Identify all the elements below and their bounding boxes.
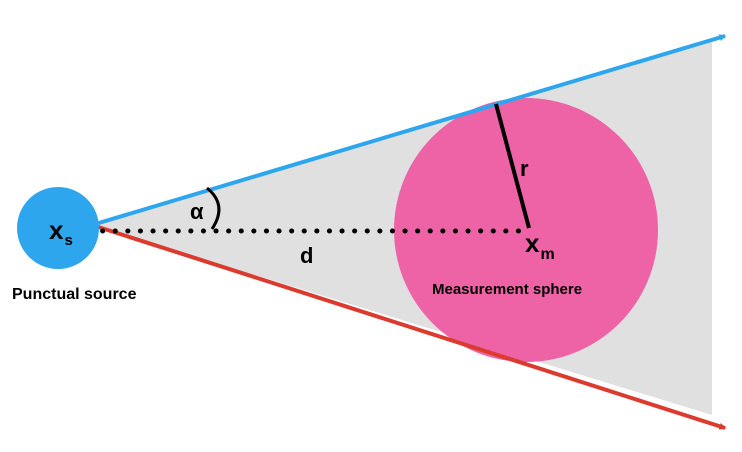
- upper-cone-ray: [91, 34, 727, 227]
- distance-label: d: [300, 243, 313, 268]
- sphere-center-symbol-subscript: m: [540, 246, 554, 263]
- angle-label: α: [190, 199, 204, 224]
- source-symbol-subscript: s: [64, 232, 72, 249]
- source-symbol: xs: [49, 215, 73, 249]
- sphere-label: Measurement sphere: [432, 281, 582, 298]
- radius-label: r: [520, 156, 529, 181]
- sphere-center-symbol-main: x: [525, 228, 540, 258]
- angle-arc: [206, 186, 221, 230]
- source-label: Punctual source: [12, 286, 137, 303]
- source-symbol-main: x: [49, 215, 64, 245]
- measurement-sphere: [394, 98, 658, 362]
- radius-line: [494, 103, 531, 229]
- lower-cone-ray: [91, 223, 727, 430]
- sphere-center-symbol: xm: [525, 228, 555, 263]
- punctual-source: [17, 187, 99, 269]
